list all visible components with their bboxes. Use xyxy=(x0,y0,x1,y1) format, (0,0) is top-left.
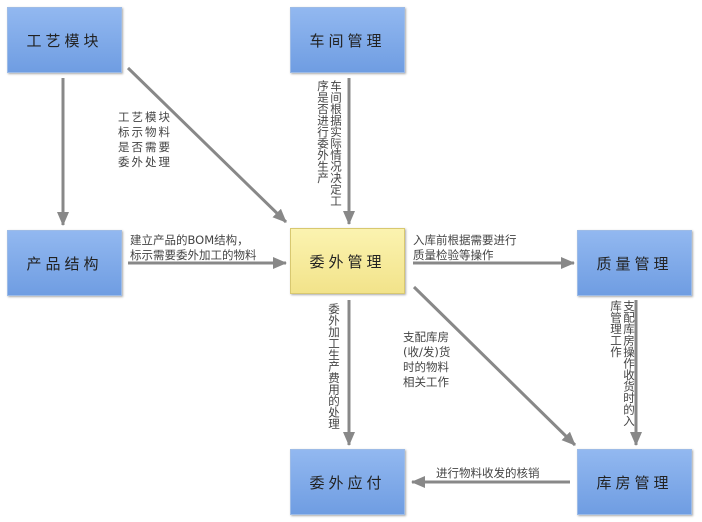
label-warehouse-payable: 进行物料收发的核销 xyxy=(436,466,540,480)
node-quality[interactable]: 质量管理 xyxy=(577,230,692,296)
label-craft-outsource: 工艺模块 标示物料 是否需要 委外处理 xyxy=(118,110,172,169)
label-product-outsource: 建立产品的BOM结构， 标示需要委外加工的物料 xyxy=(130,233,257,262)
node-craft[interactable]: 工艺模块 xyxy=(7,7,122,73)
node-product[interactable]: 产品结构 xyxy=(7,230,122,296)
label-workshop-outsource: 车间根据实际情况决定工序是否进行委外生产 xyxy=(316,80,343,207)
node-payable[interactable]: 委外应付 xyxy=(290,449,405,515)
label-outsource-warehouse: 支配库房 (收/发)货 时的物料 相关工作 xyxy=(403,330,451,389)
label-quality-warehouse: 支配库房操作收货时的入库管理工作 xyxy=(609,300,636,427)
label-outsource-quality: 入库前根据需要进行 质量检验等操作 xyxy=(413,233,517,262)
arrow-outsource-warehouse xyxy=(412,285,577,447)
node-outsource[interactable]: 委外管理 xyxy=(290,228,405,294)
node-warehouse[interactable]: 库房管理 xyxy=(577,449,692,515)
node-workshop[interactable]: 车间管理 xyxy=(290,7,405,73)
arrow-craft-outsource xyxy=(126,66,288,224)
label-outsource-payable: 委外加工生产费用的处理 xyxy=(327,303,341,430)
